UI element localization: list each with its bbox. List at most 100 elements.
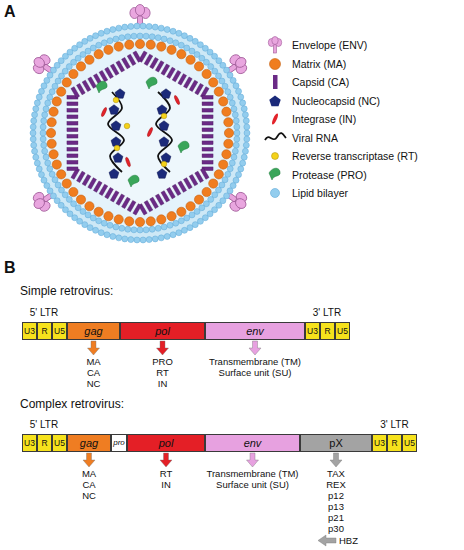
matrix-protein (209, 78, 218, 87)
lipid-head (232, 112, 238, 118)
lipid-head (176, 230, 182, 236)
lipid-head (125, 34, 131, 40)
lipid-head (181, 227, 187, 233)
ltr-segment: U5 (52, 322, 67, 340)
lipid-head (93, 33, 99, 39)
matrix-protein (224, 118, 233, 127)
lipid-head (241, 154, 247, 160)
lipid-head (225, 171, 231, 177)
lipid-head (149, 34, 155, 40)
lipid-head (238, 166, 244, 172)
lipid-head (32, 112, 38, 118)
lipid-head (40, 130, 46, 136)
matrix-protein (222, 107, 231, 116)
matrix-protein (125, 40, 134, 49)
nucleocapsid-protein (115, 89, 125, 98)
lipid-head (113, 36, 119, 42)
lipid-head (107, 38, 113, 44)
matrix-protein (219, 160, 228, 169)
virion-interior (44, 37, 236, 229)
lipid-head (222, 83, 228, 89)
lipid-head (222, 177, 228, 183)
protein-name: MA (24, 356, 164, 367)
capsid-shell (67, 51, 213, 215)
lipid-head (33, 106, 39, 112)
protein-name: RT (93, 367, 233, 378)
capsid-protein (133, 51, 142, 62)
lipid-head (146, 23, 152, 29)
lipid-head (234, 124, 240, 130)
lipid-head (229, 160, 235, 166)
lipid-head (152, 236, 158, 242)
nucleocapsid-protein (111, 121, 121, 130)
lipid-head (40, 136, 46, 142)
nucleocapsid-protein (109, 169, 119, 178)
capsid-protein (67, 115, 78, 119)
spike-lobe (135, 5, 144, 16)
nucleocapsid-protein (157, 105, 167, 114)
lipid-head (232, 148, 238, 154)
nucleocapsid-protein (113, 153, 123, 162)
segment-label: U3 (24, 327, 35, 336)
lipid-head (47, 94, 53, 100)
product-arrow (160, 453, 172, 467)
lipid-head (41, 142, 47, 148)
segment-label: R (41, 439, 47, 448)
matrix-protein (69, 187, 78, 196)
segment-label: pol (159, 438, 174, 449)
nucleocapsid-protein (161, 153, 171, 162)
lipid-head (47, 188, 53, 194)
lipid-head (189, 212, 195, 218)
matrix-protein (167, 45, 176, 54)
lipid-head (101, 40, 107, 46)
capsid-protein (67, 121, 78, 125)
lipid-head (230, 183, 236, 189)
product-arrow (247, 453, 259, 467)
capsid-protein (67, 167, 78, 171)
nucleocapsid-protein (159, 121, 169, 130)
legend-text: Protease (PRO) (292, 169, 367, 181)
nucleocapsid-protein (161, 89, 171, 98)
lipid-head (31, 118, 37, 124)
protease-symbol (269, 168, 280, 180)
matrix-protein (177, 207, 186, 216)
lipid-head (231, 106, 237, 112)
nucleocapsid-protein (159, 137, 169, 146)
viral-rna (156, 92, 172, 172)
capsid-protein (67, 154, 78, 158)
capsid-protein (67, 147, 78, 151)
spike-lobe (234, 56, 248, 70)
legend-swatch (262, 36, 288, 54)
legend-swatch (262, 92, 288, 110)
lipid-head (233, 118, 239, 124)
lipid-head (98, 230, 104, 236)
protein-name: Surface unit (SU) (183, 479, 323, 490)
lipid-head (131, 227, 137, 233)
lipid-head (243, 142, 249, 148)
panel-letter: A (4, 2, 16, 21)
legend-text: Viral RNA (292, 132, 338, 144)
ltr-label: 3' LTR (257, 307, 397, 318)
capsid-protein (67, 141, 78, 145)
matrix-protein (114, 215, 123, 224)
ltr-segment: R (37, 434, 52, 452)
capsid-protein (202, 102, 213, 106)
matrix-protein (94, 50, 103, 59)
matrix-protein (194, 62, 203, 71)
lipid-head (240, 160, 246, 166)
segment-label: env (244, 438, 262, 449)
matrix-protein (47, 139, 56, 148)
capsid-interior (72, 55, 207, 211)
nucleocapsid-symbol (269, 95, 280, 106)
virion (29, 5, 251, 243)
lipid-head (240, 100, 246, 106)
lipid-head (230, 77, 236, 83)
product-arrow (249, 341, 261, 355)
protease (146, 77, 157, 89)
capsid-protein (67, 134, 78, 138)
protein-name: Surface unit (SU) (185, 367, 325, 378)
product-arrow (157, 341, 169, 355)
protease (96, 81, 107, 93)
lipid-head (152, 24, 158, 30)
